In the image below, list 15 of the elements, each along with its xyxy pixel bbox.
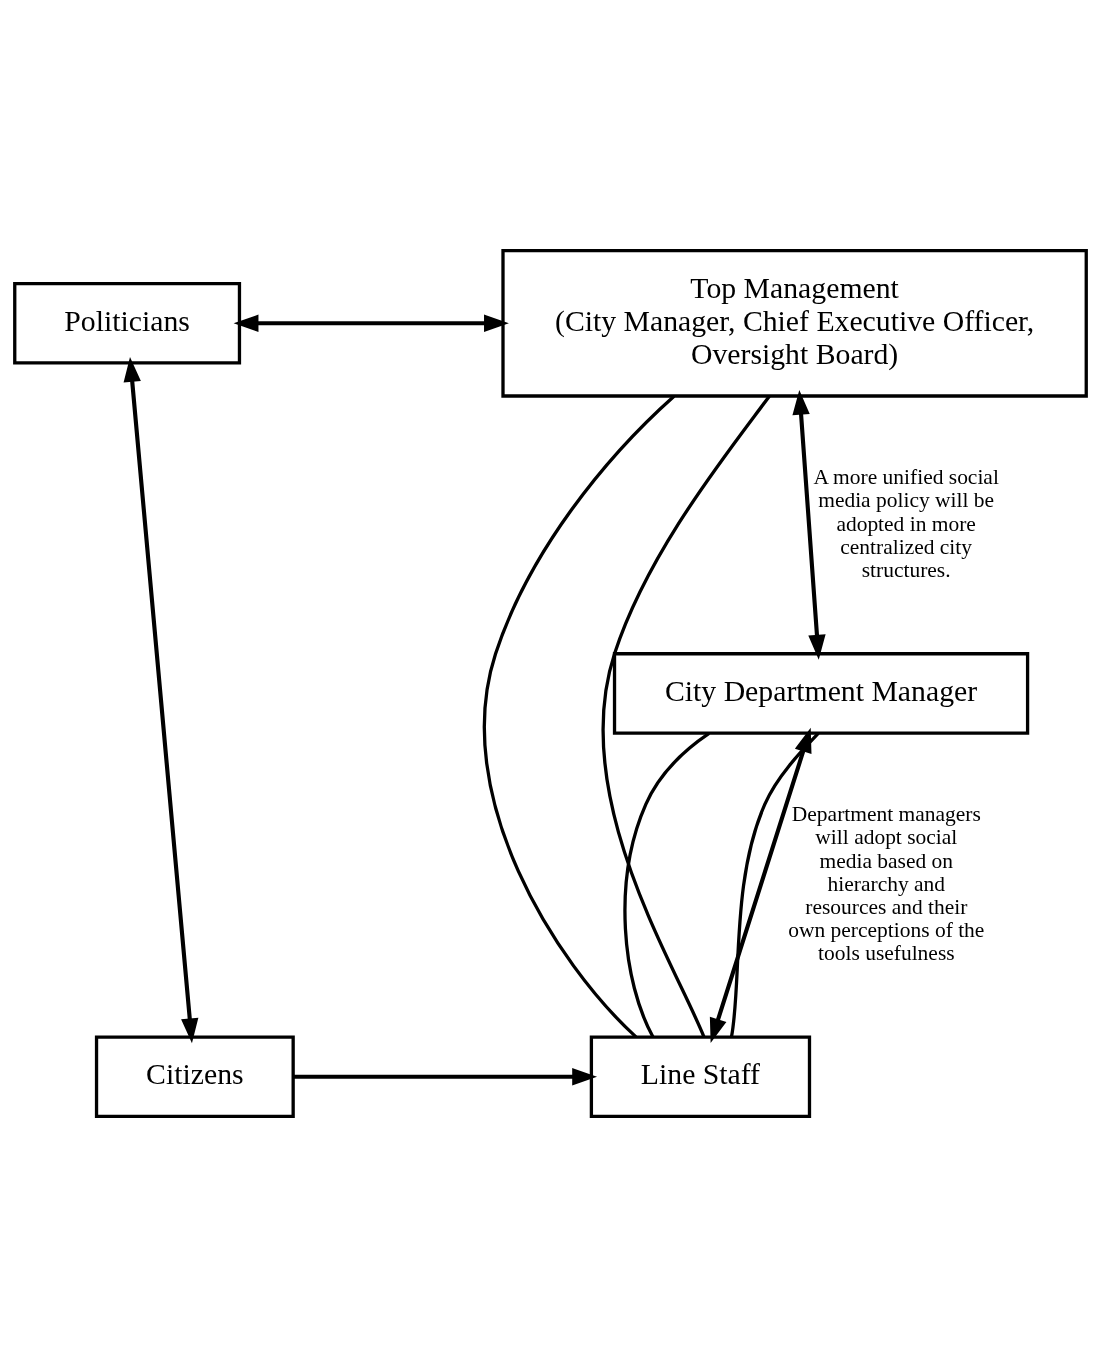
node-box: Citizens bbox=[94, 1034, 295, 1118]
arrow bbox=[233, 314, 509, 332]
connector bbox=[482, 394, 676, 1038]
edge-label: Department managers will adopt social media based on hierarchy and resources and their own perceptions of the tools usefulness bbox=[788, 801, 985, 965]
edge-label: A more unified social media policy will be adopted in more centralized city structures. bbox=[813, 464, 999, 582]
node-box: Top Management (City Manager, Chief Executive Officer, Oversight Board) bbox=[501, 248, 1088, 398]
connector bbox=[729, 731, 820, 1037]
arrow bbox=[792, 389, 826, 660]
arrow bbox=[123, 356, 199, 1043]
arrow bbox=[293, 1067, 598, 1085]
connector bbox=[601, 394, 771, 1038]
node-box: Politicians bbox=[13, 281, 242, 365]
node-box: City Department Manager bbox=[612, 651, 1030, 735]
connector bbox=[623, 731, 710, 1037]
node-box: Line Staff bbox=[589, 1034, 812, 1118]
